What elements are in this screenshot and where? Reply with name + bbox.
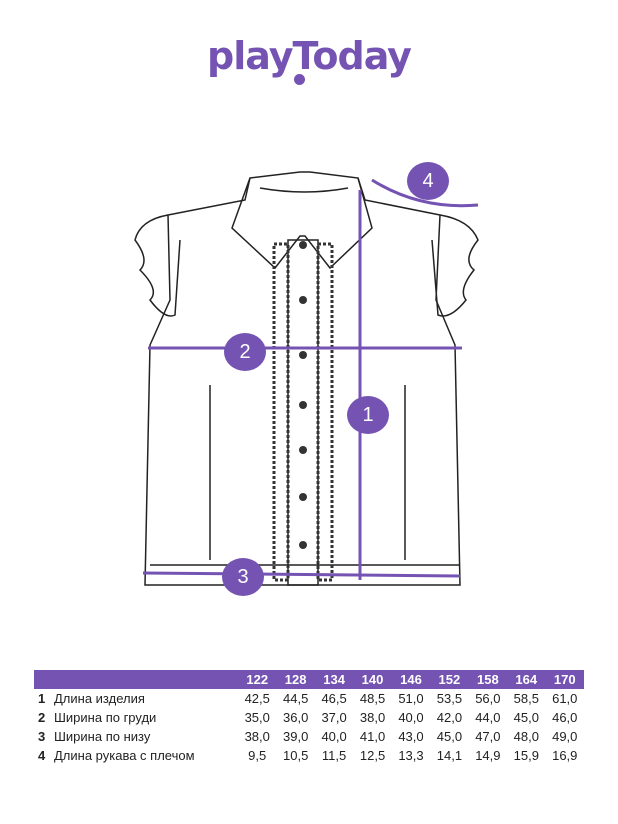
- table-row: 2 Ширина по груди 35,0 36,0 37,0 38,0 40,0 42,0…: [34, 708, 584, 727]
- cell-value: 47,0: [475, 729, 501, 744]
- cell-value: 44,0: [475, 710, 501, 725]
- cell-value: 16,9: [552, 748, 578, 763]
- cell-value: 51,0: [398, 691, 424, 706]
- size-col: 146: [400, 672, 422, 687]
- cell-value: 61,0: [552, 691, 578, 706]
- marker-2: 2: [224, 333, 266, 371]
- table-row: 3 Ширина по низу 38,0 39,0 40,0 41,0 43,0 45,0 4…: [34, 727, 584, 746]
- buttons: [299, 241, 307, 549]
- cell-value: 45,0: [513, 710, 539, 725]
- cell-value: 36,0: [283, 710, 309, 725]
- cell-value: 40,0: [321, 729, 347, 744]
- marker-3: 3: [222, 558, 264, 596]
- cell-value: 35,0: [244, 710, 270, 725]
- svg-text:4: 4: [422, 170, 433, 192]
- cell-value: 43,0: [398, 729, 424, 744]
- cell-value: 48,0: [513, 729, 539, 744]
- cell-value: 46,0: [552, 710, 578, 725]
- svg-text:2: 2: [239, 341, 250, 363]
- cell-value: 44,5: [283, 691, 309, 706]
- size-col: 164: [515, 672, 538, 687]
- cell-value: 15,9: [513, 748, 539, 763]
- cell-value: 14,9: [475, 748, 501, 763]
- row-number: 3: [38, 729, 46, 744]
- row-number: 1: [38, 691, 46, 706]
- row-number: 2: [38, 710, 46, 725]
- lace-trim: [272, 242, 334, 582]
- cell-value: 58,5: [513, 691, 539, 706]
- cell-value: 11,5: [321, 748, 347, 763]
- cell-value: 48,5: [359, 691, 386, 706]
- cell-value: 9,5: [248, 748, 267, 763]
- cell-value: 46,5: [321, 691, 347, 706]
- brand-logo: playToday: [0, 34, 618, 78]
- cell-value: 42,5: [244, 691, 270, 706]
- measure-lines: [142, 178, 479, 580]
- size-col: 134: [323, 672, 345, 687]
- cell-value: 10,5: [283, 748, 309, 763]
- cell-value: 37,0: [321, 710, 347, 725]
- cell-value: 42,0: [436, 710, 463, 725]
- size-col: 170: [553, 672, 576, 687]
- cell-value: 13,3: [398, 748, 424, 763]
- size-col: 158: [476, 672, 499, 687]
- row-label: Длина изделия: [54, 691, 145, 706]
- size-col: 140: [361, 672, 384, 687]
- cell-value: 14,1: [436, 748, 463, 763]
- cell-value: 45,0: [436, 729, 463, 744]
- cell-value: 12,5: [359, 748, 386, 763]
- logo-dot: [294, 74, 305, 85]
- row-number: 4: [38, 748, 46, 763]
- cell-value: 39,0: [283, 729, 309, 744]
- cell-value: 49,0: [552, 729, 578, 744]
- cell-value: 56,0: [475, 691, 501, 706]
- size-col: 122: [246, 672, 269, 687]
- size-col: 128: [284, 672, 307, 687]
- table-row: 4 Длина рукава с плечом 9,5 10,5 11,5 12,5 13,…: [34, 746, 584, 765]
- table-row: 1 Длина изделия 42,5 44,5 46,5 48,5 51,0 53,5 56…: [34, 689, 584, 708]
- svg-text:1: 1: [362, 404, 373, 426]
- logo-text: playToday: [207, 34, 412, 78]
- svg-text:3: 3: [237, 566, 248, 588]
- size-header-row: 122 128 134 140 146 152 158 164 170: [34, 670, 584, 689]
- cell-value: 38,0: [359, 710, 386, 725]
- row-label: Длина рукава с плечом: [54, 748, 195, 763]
- marker-1: 1: [347, 396, 389, 434]
- cell-value: 41,0: [359, 729, 386, 744]
- cell-value: 53,5: [436, 691, 463, 706]
- cell-value: 38,0: [244, 729, 270, 744]
- row-label: Ширина по низу: [54, 729, 151, 744]
- cell-value: 40,0: [398, 710, 424, 725]
- blouse-outline: [134, 171, 479, 586]
- row-label: Ширина по груди: [54, 710, 157, 725]
- size-col: 152: [438, 672, 461, 687]
- marker-4: 4: [407, 162, 449, 200]
